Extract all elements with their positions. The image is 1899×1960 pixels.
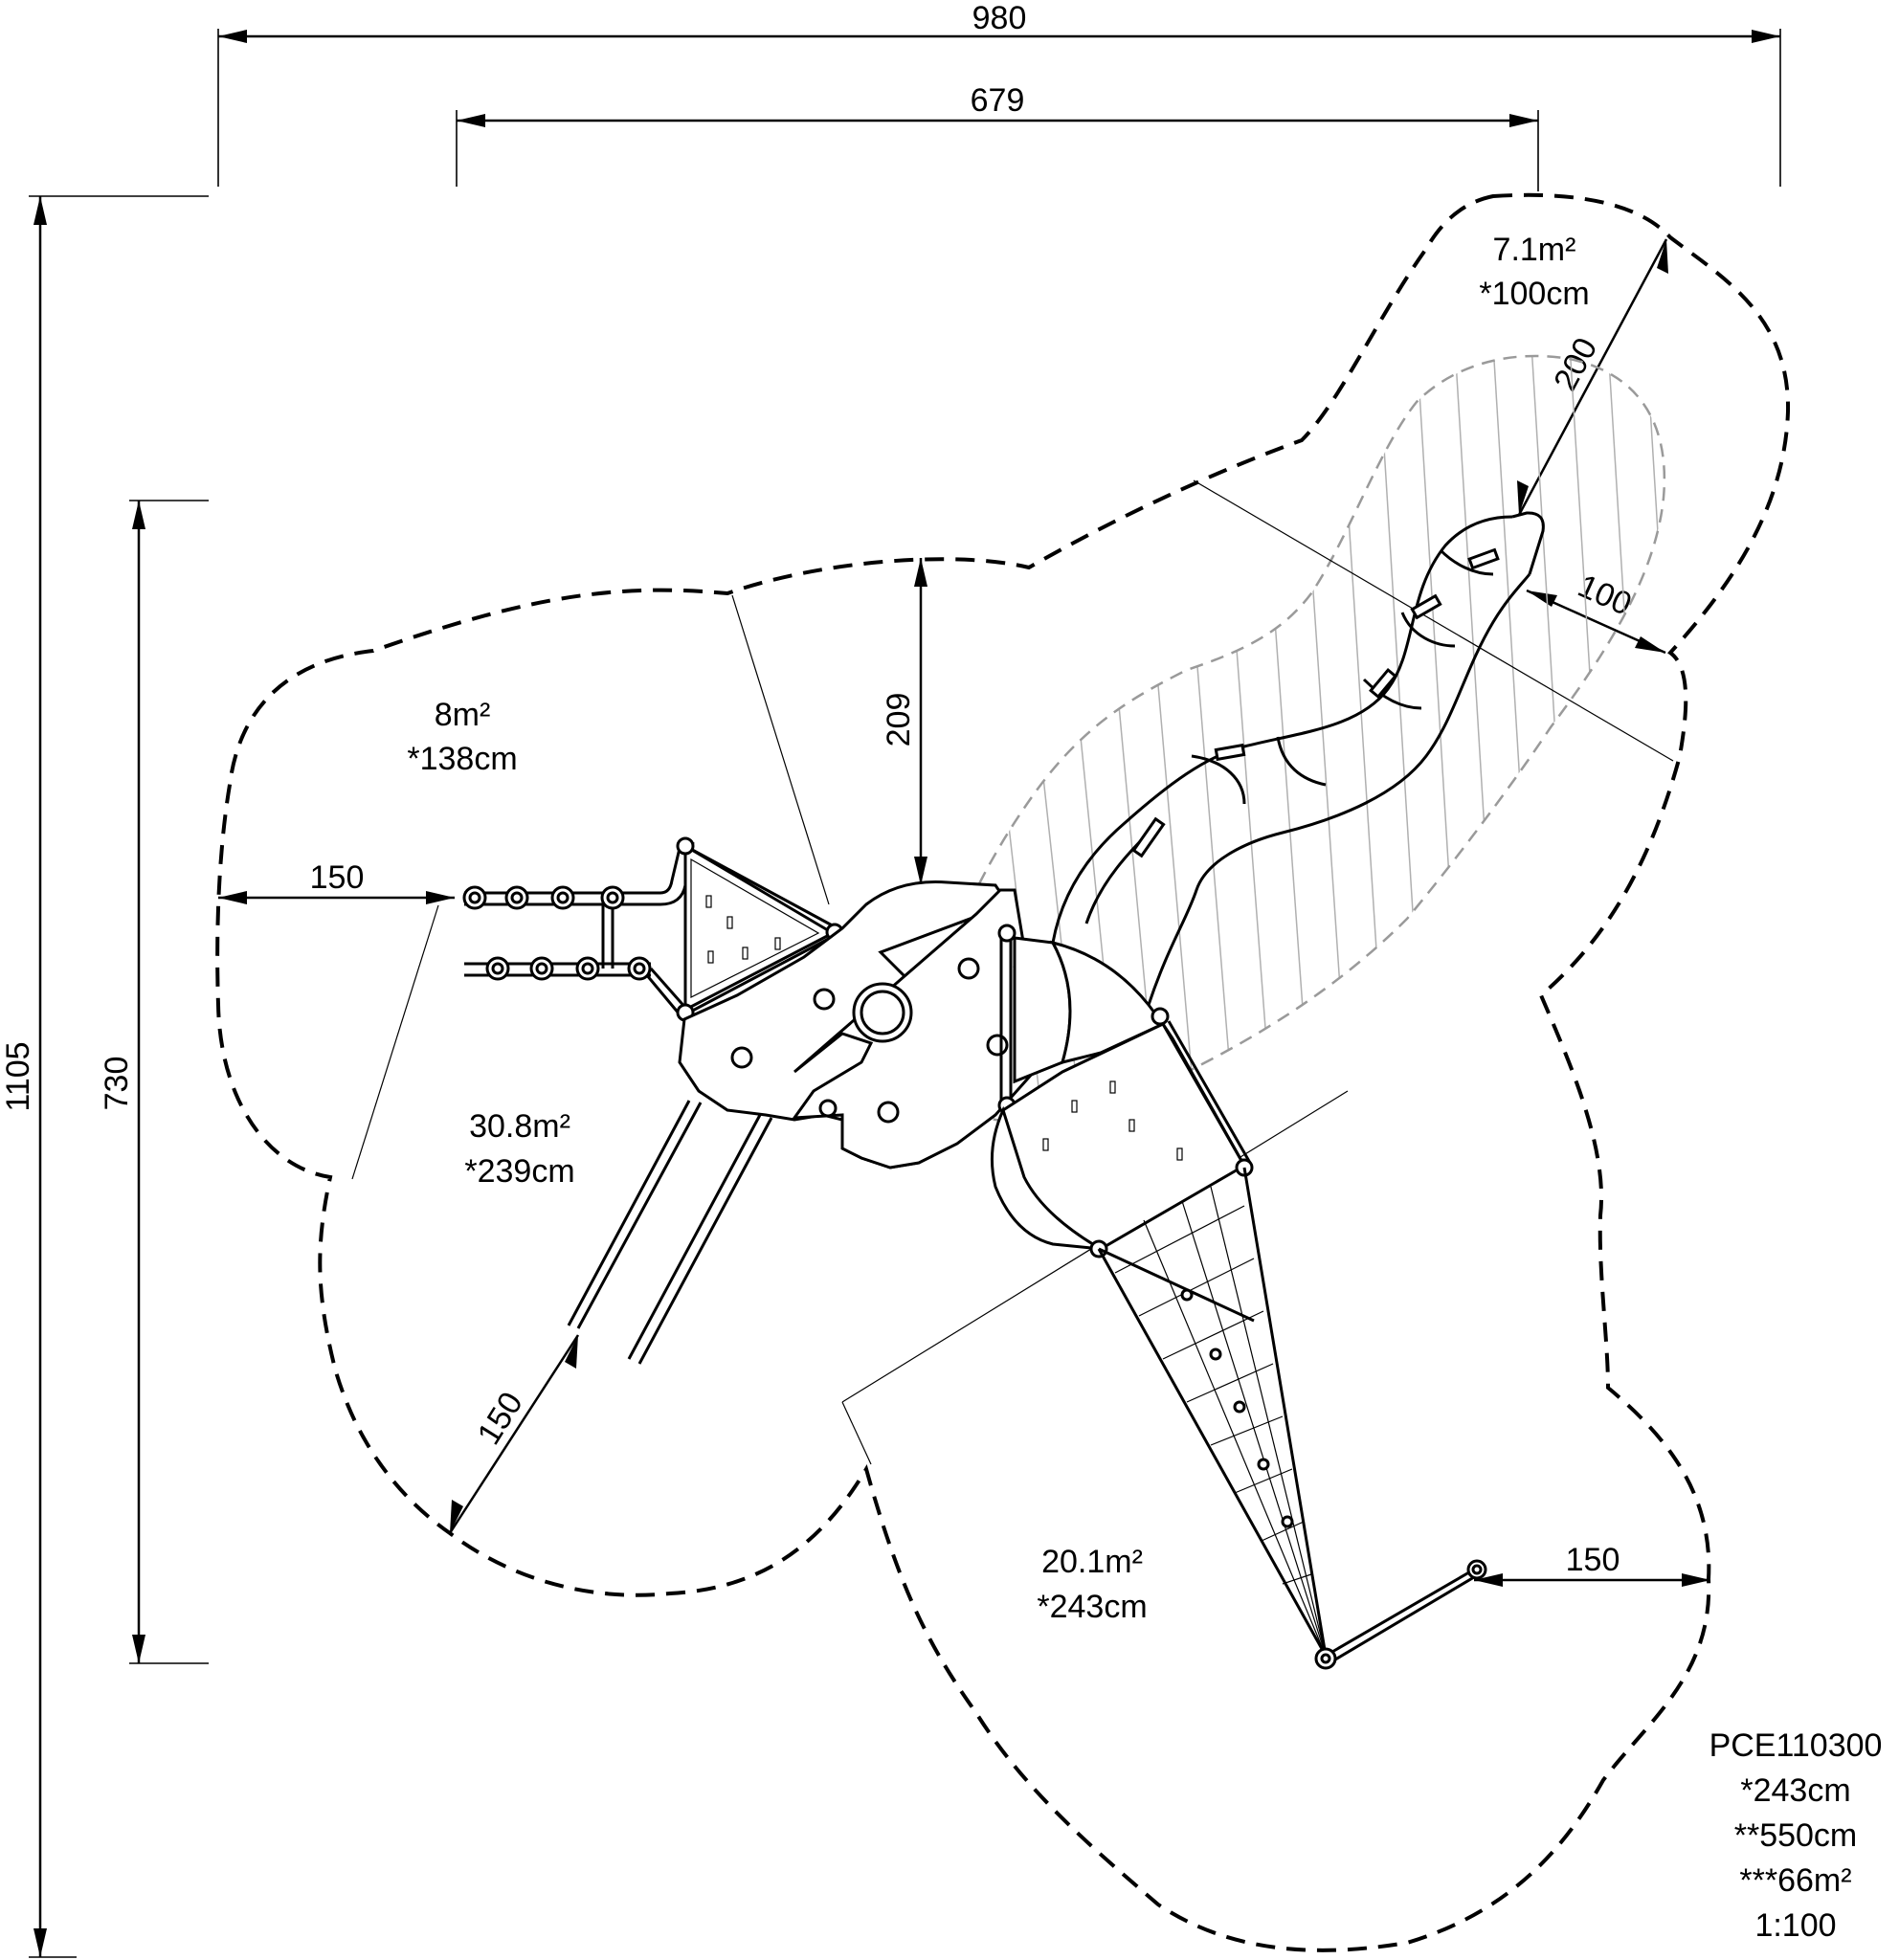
climbing-rungs <box>462 839 695 1015</box>
dim-overall-height: 1105 <box>0 195 209 1958</box>
dim-lower-left-clearance-label: 150 <box>471 1386 530 1451</box>
dim-platform-clearance-label: 209 <box>881 693 917 747</box>
dim-right-clearance: 150 <box>1474 1542 1710 1587</box>
dim-inner-height: 730 <box>99 500 209 1664</box>
central-deck <box>678 880 1045 1169</box>
zone-3-height: *100cm <box>1479 276 1589 312</box>
free-fall-height: *243cm <box>1740 1772 1850 1809</box>
joint-icon <box>676 836 695 856</box>
zone-4-area: 20.1m² <box>1041 1544 1143 1580</box>
drawing-scale: 1:100 <box>1754 1907 1836 1944</box>
zone-1-height: *138cm <box>407 741 517 777</box>
play-equipment <box>462 511 1545 1670</box>
curved-slide <box>1051 511 1545 1006</box>
zone-labels: 8m² *138cm 30.8m² *239cm 7.1m² *100cm 20… <box>407 232 1589 1625</box>
climbing-net <box>1097 1167 1328 1657</box>
dim-inner-height-label: 730 <box>99 1057 135 1111</box>
safety-zone-outline <box>215 192 1791 1952</box>
zone-4-height: *243cm <box>1037 1589 1147 1625</box>
product-code: PCE110300 <box>1709 1727 1883 1764</box>
product-info: PCE110300 *243cm **550cm ***66m² 1:100 <box>1709 1727 1883 1944</box>
dim-slide-run-label: 200 <box>1547 332 1604 397</box>
dim-left-clearance-label: 150 <box>310 859 365 896</box>
zone-3-area: 7.1m² <box>1493 232 1576 268</box>
dim-left-clearance: 150 <box>218 859 455 904</box>
dim-overall-width-label: 980 <box>972 0 1027 36</box>
zone-2-height: *239cm <box>464 1153 574 1190</box>
ground-anchor <box>1314 1559 1487 1670</box>
zone-2-area: 30.8m² <box>469 1108 570 1145</box>
dim-right-clearance-label: 150 <box>1566 1542 1620 1578</box>
total-height: **550cm <box>1734 1817 1858 1854</box>
dim-lower-left-clearance: 150 <box>448 1334 580 1534</box>
safety-area: ***66m² <box>1739 1862 1851 1899</box>
dim-inner-width: 679 <box>456 82 1539 191</box>
dim-platform-clearance: 209 <box>881 558 927 885</box>
dim-inner-width-label: 679 <box>971 82 1025 119</box>
ladder-legs <box>567 1100 773 1365</box>
dim-overall-width: 980 <box>217 0 1781 187</box>
triangle-panel <box>676 836 844 1022</box>
dim-overall-height-label: 1105 <box>0 1041 36 1111</box>
zone-1-area: 8m² <box>435 697 491 733</box>
